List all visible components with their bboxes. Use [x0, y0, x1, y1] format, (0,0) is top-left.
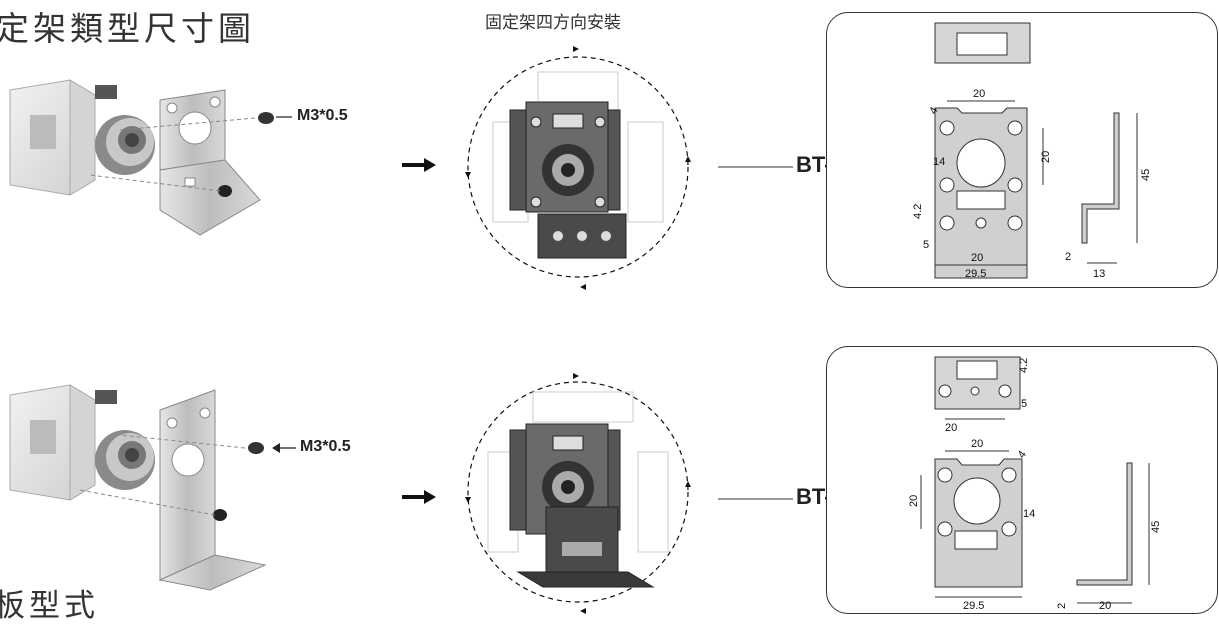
l-bracket — [159, 89, 261, 236]
sensor-unit — [509, 101, 621, 213]
dim-side-20: 20 — [1099, 600, 1111, 612]
top-view — [934, 22, 1031, 64]
drawing-panel-bt13: 4.2 5 20 20 4 20 14 29.5 45 2 20 — [826, 346, 1218, 614]
fitting — [95, 115, 155, 175]
screw-label-m3: M3*0.5 — [297, 107, 348, 124]
screw-label-m3: M3*0.5 — [300, 438, 351, 455]
leader-line-bt12 — [718, 166, 793, 168]
technical-drawing-bt12: 20 4 14 20 4.2 5 20 29.5 45 2 13 — [912, 22, 1152, 280]
exploded-assembly-bt13 — [9, 384, 267, 591]
exploded-assembly-bt12 — [9, 79, 274, 236]
ghost-brackets — [487, 391, 669, 553]
dim-edge-5: 5 — [923, 239, 929, 251]
dim-bottom-20: 20 — [971, 252, 983, 264]
dim-front-20: 20 — [971, 438, 983, 450]
dim-offset-4-2: 4.2 — [912, 204, 924, 219]
dim-overall-29-5: 29.5 — [965, 268, 986, 280]
dim-side-13: 13 — [1093, 268, 1105, 280]
dim-hole-diameter: 4 — [927, 105, 940, 116]
dim-side-45: 45 — [1140, 169, 1152, 181]
arrow-to-screw-label-1 — [276, 116, 292, 118]
dim-side-2: 2 — [1056, 603, 1068, 609]
screw — [218, 112, 274, 197]
leader-line-bt13 — [718, 498, 793, 500]
dim-overall-29-5: 29.5 — [963, 600, 984, 612]
technical-drawing-bt13: 4.2 5 20 20 4 20 14 29.5 45 2 20 — [908, 356, 1162, 612]
rotation-diagram-bt13 — [465, 373, 691, 614]
bracket-plate — [516, 506, 655, 588]
side-view — [1076, 462, 1150, 604]
screw — [213, 442, 264, 521]
arrow-right-icon — [402, 158, 436, 172]
l-bracket — [158, 389, 267, 591]
dim-center-diameter: 14 — [1023, 508, 1035, 520]
page-title: 定架類型尺寸圖 — [0, 9, 255, 48]
dim-top-5: 5 — [1021, 398, 1027, 410]
arrow-right-icon — [402, 490, 436, 504]
side-view — [1081, 112, 1138, 264]
front-view — [934, 100, 1044, 279]
dim-top-width: 20 — [973, 88, 985, 100]
drawing-panel-bt12: 20 4 14 20 4.2 5 20 29.5 45 2 13 — [826, 12, 1218, 288]
top-view — [934, 356, 1021, 420]
dim-top-20: 20 — [945, 422, 957, 434]
dim-height-20: 20 — [908, 495, 920, 507]
dim-top-4-2: 4.2 — [1018, 358, 1030, 373]
dim-height-20: 20 — [1040, 151, 1052, 163]
sensor-body — [9, 384, 117, 501]
front-view — [920, 450, 1023, 598]
four-direction-mount-caption: 固定架四方向安裝 — [485, 13, 621, 33]
dim-hole-diameter: 4 — [1016, 449, 1029, 461]
sensor-body — [9, 79, 117, 196]
rotation-diagram-bt12 — [465, 46, 691, 290]
bracket-plate — [537, 213, 627, 259]
dim-side-45: 45 — [1150, 521, 1162, 533]
dim-center-diameter: 14 — [933, 156, 945, 168]
fitting — [95, 430, 155, 490]
dim-side-2: 2 — [1065, 251, 1071, 263]
arrow-left-icon — [272, 443, 296, 453]
